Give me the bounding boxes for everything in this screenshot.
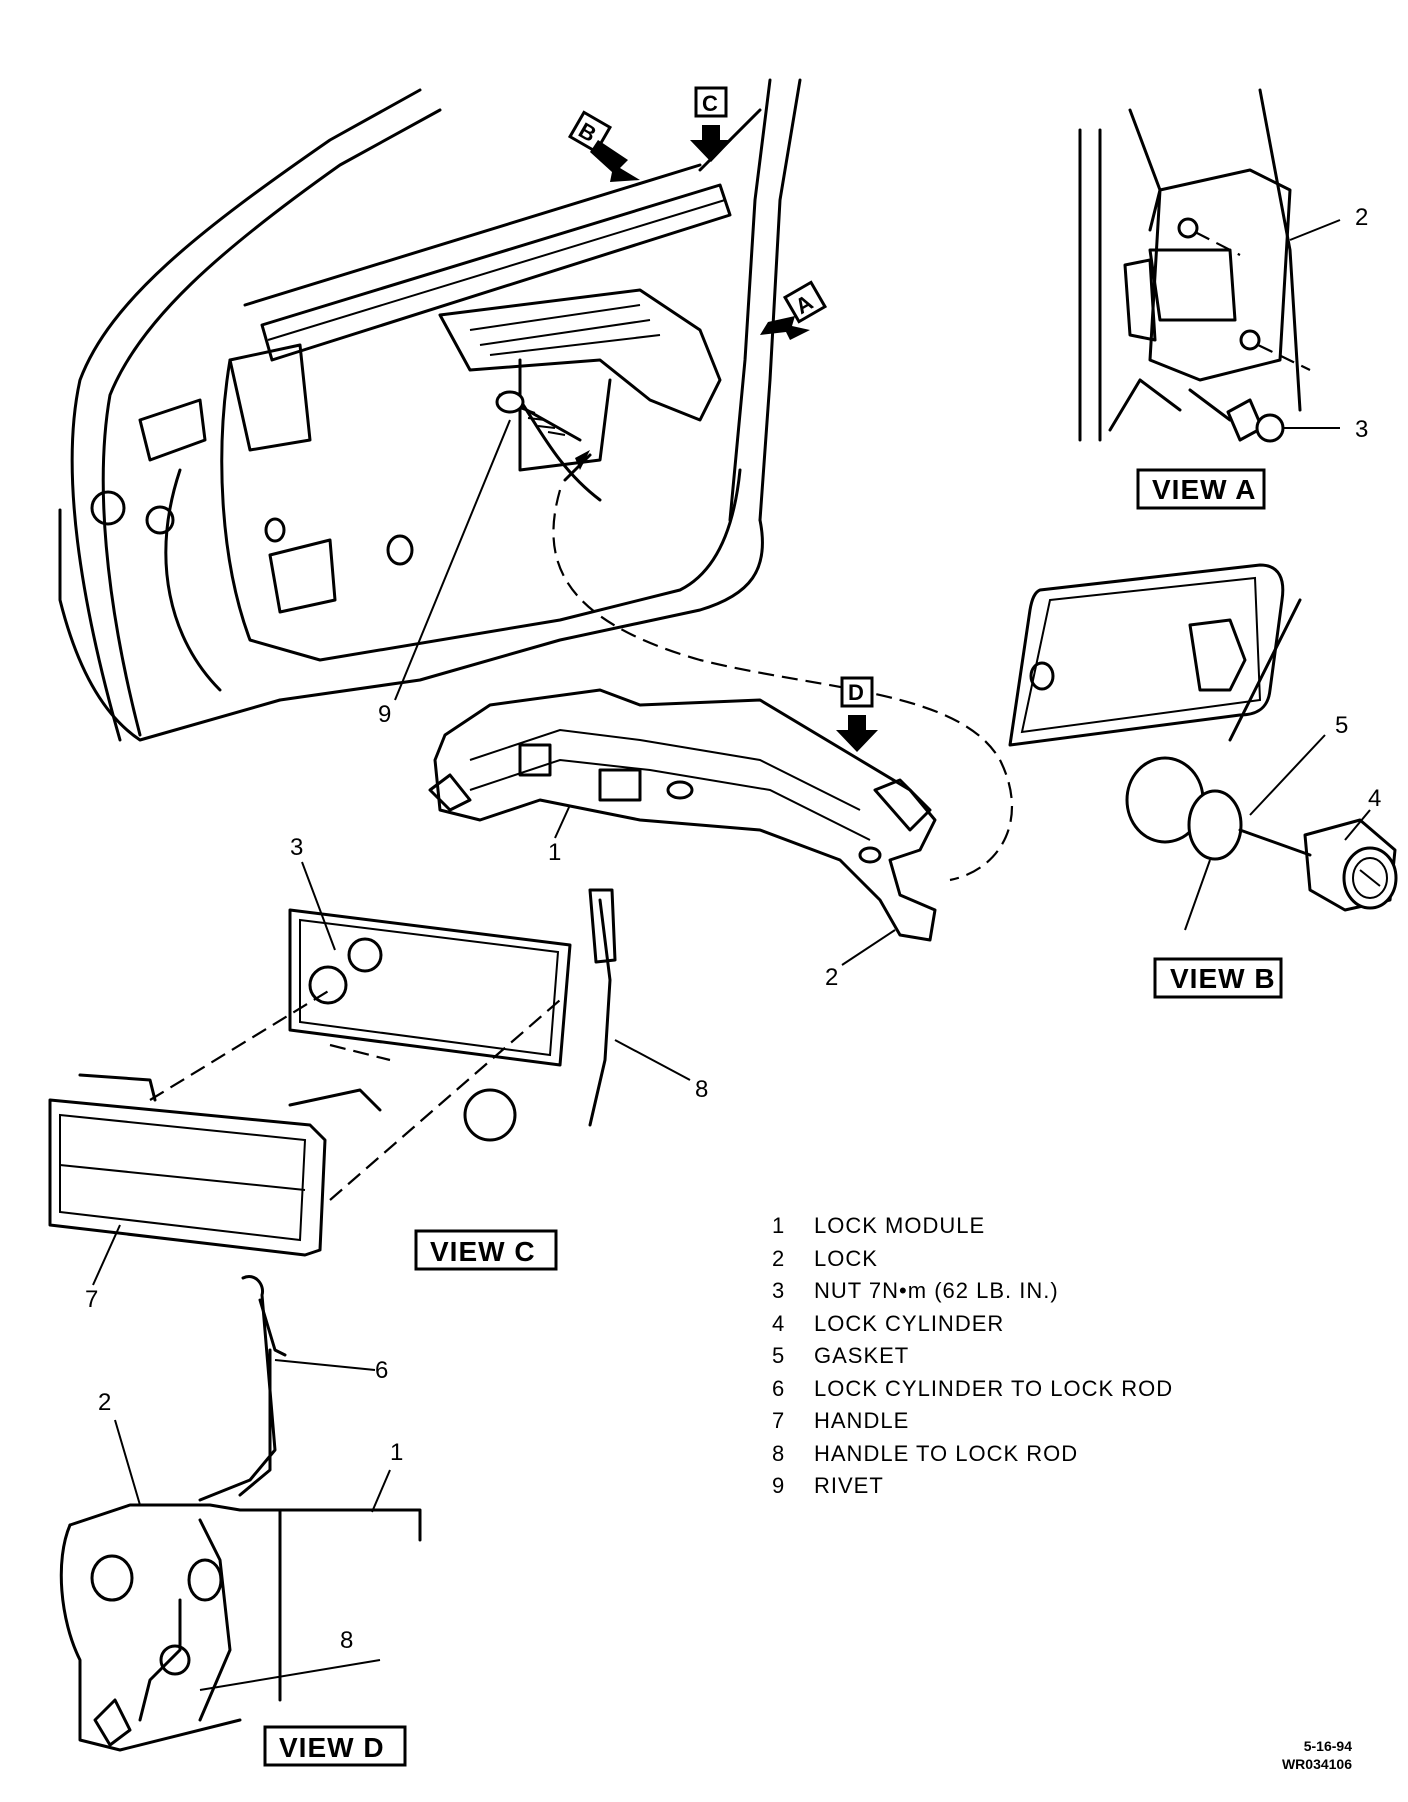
view-b-label: VIEW B [1153, 957, 1283, 999]
legend-label: RIVET [814, 1473, 884, 1499]
legend-label: LOCK CYLINDER TO LOCK ROD [814, 1375, 1174, 1401]
legend-label: HANDLE TO LOCK ROD [814, 1440, 1079, 1466]
drawing-date: 5-16-94 [1303, 1738, 1352, 1754]
arrow-a: A [760, 280, 828, 340]
legend-label: LOCK [814, 1245, 878, 1271]
legend-number: 4 [772, 1310, 786, 1336]
svg-text:VIEW A: VIEW A [1152, 474, 1257, 505]
legend-item: 8 HANDLE TO LOCK ROD [772, 1438, 1173, 1471]
legend-item: 7 HANDLE [772, 1405, 1173, 1438]
view-d-illustration [59, 1275, 422, 1752]
view-b-illustration [1008, 563, 1398, 931]
legend-item: 6 LOCK CYLINDER TO LOCK ROD [772, 1373, 1173, 1406]
module-callout-1: 1 [548, 839, 561, 866]
arrow-c: C [690, 86, 732, 162]
legend-item: 2 LOCK [772, 1243, 1173, 1276]
legend-number: 6 [772, 1375, 786, 1401]
legend-number: 5 [772, 1343, 786, 1369]
view-a-callout-3: 3 [1355, 416, 1368, 443]
view-b-callout-4: 4 [1368, 785, 1381, 812]
legend-number: 8 [772, 1440, 786, 1466]
legend-label: GASKET [814, 1343, 910, 1369]
callout-9-rivet: 9 [378, 701, 391, 728]
lock-module-illustration [428, 688, 937, 942]
view-b-callout-5: 5 [1335, 712, 1348, 739]
view-d-callout-1: 1 [390, 1439, 403, 1466]
module-callout-2: 2 [825, 964, 838, 991]
drawing-stamp: 5-16-94 WR034106 [1282, 1737, 1352, 1773]
legend-number: 3 [772, 1278, 786, 1304]
svg-text:D: D [848, 680, 864, 705]
door-frame-illustration [58, 78, 1014, 882]
view-a-illustration [1078, 88, 1341, 443]
legend-label: LOCK CYLINDER [814, 1310, 1005, 1336]
legend-label: HANDLE [814, 1408, 910, 1434]
view-d-label: VIEW D [263, 1725, 407, 1767]
view-c-callout-7: 7 [85, 1286, 98, 1313]
svg-text:VIEW B: VIEW B [1170, 963, 1276, 994]
view-a-callout-2: 2 [1355, 204, 1368, 231]
legend-item: 4 LOCK CYLINDER [772, 1308, 1173, 1341]
view-c-callout-3: 3 [290, 834, 303, 861]
legend-number: 7 [772, 1408, 786, 1434]
view-d-callout-2: 2 [98, 1389, 111, 1416]
view-d-callout-6: 6 [375, 1357, 388, 1384]
view-c-illustration [48, 888, 617, 1257]
view-a-label: VIEW A [1136, 468, 1266, 510]
legend-number: 1 [772, 1213, 786, 1239]
legend-number: 9 [772, 1473, 786, 1499]
parts-legend: 1 LOCK MODULE 2 LOCK 3 NUT 7N•m (62 LB. … [772, 1210, 1173, 1503]
arrow-b: B [567, 110, 640, 182]
arrow-d: D [836, 676, 878, 752]
view-c-callout-8: 8 [695, 1076, 708, 1103]
svg-text:VIEW D: VIEW D [279, 1732, 385, 1763]
view-d-callout-8: 8 [340, 1627, 353, 1654]
svg-text:VIEW C: VIEW C [430, 1236, 536, 1267]
legend-label: NUT 7N•m (62 LB. IN.) [814, 1278, 1059, 1304]
svg-text:C: C [702, 91, 718, 116]
drawing-code: WR034106 [1281, 1756, 1352, 1772]
legend-item: 5 GASKET [772, 1340, 1173, 1373]
legend-item: 9 RIVET [772, 1470, 1173, 1503]
legend-item: 1 LOCK MODULE [772, 1210, 1173, 1243]
view-c-label: VIEW C [414, 1229, 558, 1271]
legend-item: 3 NUT 7N•m (62 LB. IN.) [772, 1275, 1173, 1308]
legend-number: 2 [772, 1245, 786, 1271]
legend-label: LOCK MODULE [814, 1213, 986, 1239]
